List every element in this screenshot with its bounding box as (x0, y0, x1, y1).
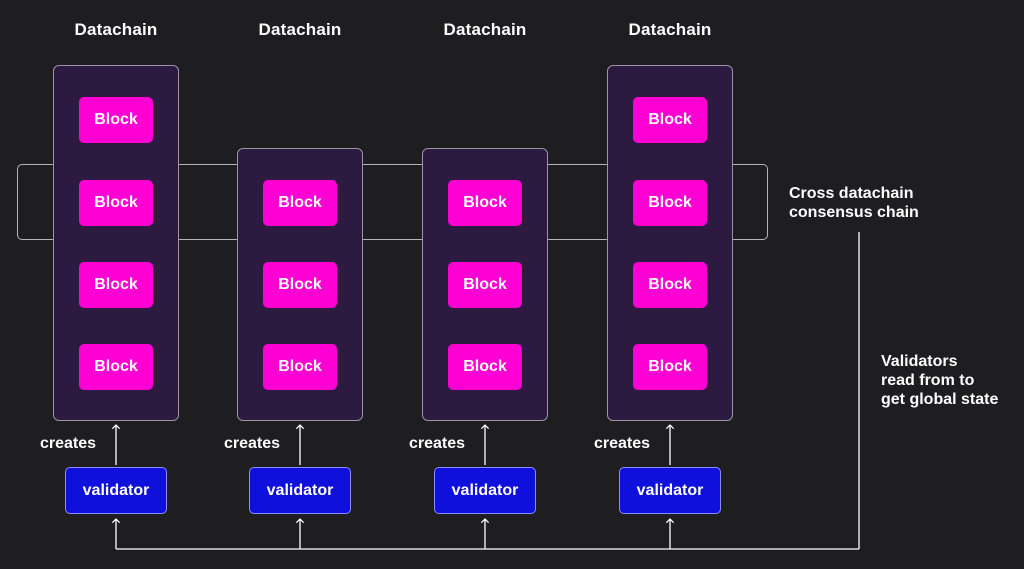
block: Block (263, 344, 337, 390)
creates-label: creates (40, 435, 97, 452)
block: Block (79, 344, 153, 390)
consensus-chain-label: Cross datachain consensus chain (789, 185, 919, 221)
datachain-title: Datachain (74, 20, 158, 39)
block: Block (633, 180, 707, 226)
block: Block (633, 262, 707, 308)
block: Block (79, 262, 153, 308)
block: Block (79, 180, 153, 226)
datachain-title: Datachain (258, 20, 342, 39)
validator-node: validator (434, 467, 536, 514)
block: Block (263, 180, 337, 226)
block: Block (79, 97, 153, 143)
validator-node: validator (619, 467, 721, 514)
creates-label: creates (409, 435, 466, 452)
block: Block (448, 344, 522, 390)
block: Block (263, 262, 337, 308)
block: Block (448, 180, 522, 226)
creates-label: creates (224, 435, 281, 452)
creates-label: creates (594, 435, 651, 452)
block: Block (633, 344, 707, 390)
validator-node: validator (249, 467, 351, 514)
datachain-title: Datachain (443, 20, 527, 39)
validators-note: Validators read from to get global state (881, 353, 999, 408)
validator-node: validator (65, 467, 167, 514)
datachain-title: Datachain (628, 20, 712, 39)
block: Block (633, 97, 707, 143)
consensus-chain-frame (17, 164, 768, 240)
block: Block (448, 262, 522, 308)
